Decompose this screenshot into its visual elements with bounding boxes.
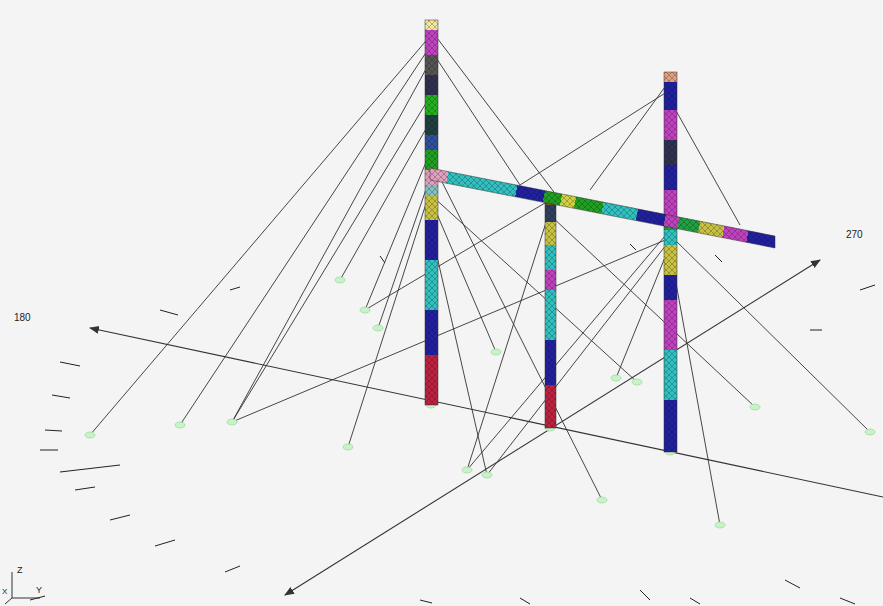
triad-label: X [2,588,7,596]
triad-label: Y [36,586,42,595]
guy-wires [90,30,870,525]
axis-label: 180 [14,313,31,323]
anchor-points [85,277,875,528]
triad-label: Z [17,566,23,575]
lattice-tower [425,20,677,452]
axis-lines [90,260,883,595]
lattice-beam [430,168,775,248]
axis-label: 270 [846,230,863,240]
axis-triad [5,572,40,604]
tick-marks [30,244,875,604]
